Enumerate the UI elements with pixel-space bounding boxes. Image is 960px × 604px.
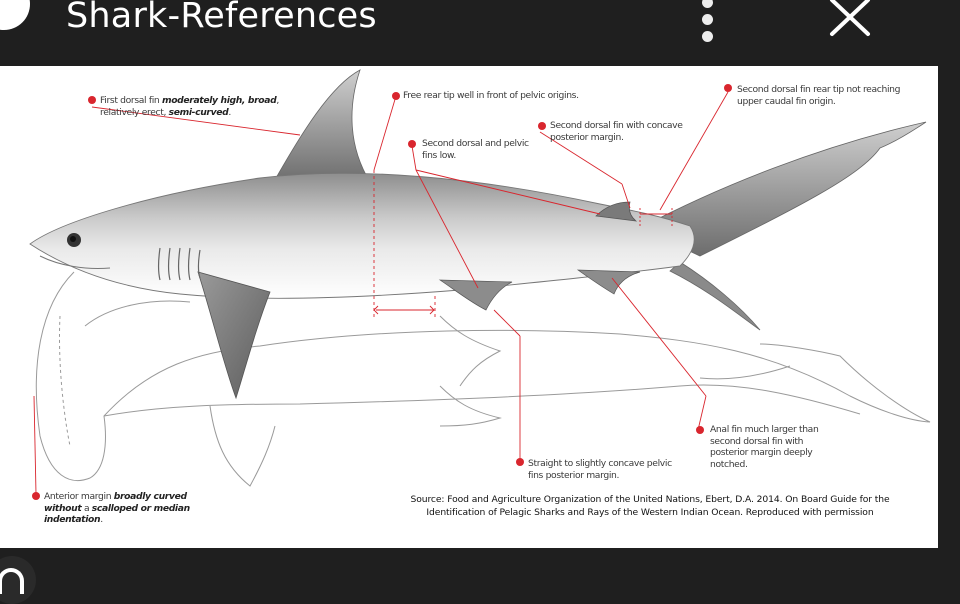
bullet-dot xyxy=(32,492,40,500)
menu-dot xyxy=(702,31,713,42)
label-free-rear-tip: Free rear tip well in front of pelvic or… xyxy=(403,90,579,101)
avatar[interactable] xyxy=(0,556,36,604)
menu-dot xyxy=(702,14,713,25)
label-second-dorsal-pelvic-low: Second dorsal and pelvic fins low. xyxy=(422,138,529,161)
label-text: . xyxy=(228,106,231,118)
avatar-icon xyxy=(0,568,24,594)
label-emphasis: moderately high, broad xyxy=(161,95,277,106)
viewer-edge xyxy=(938,66,960,550)
shark-illustration xyxy=(29,69,931,495)
label-emphasis: scalloped or median indentation xyxy=(44,502,190,526)
app-bar: Shark-References xyxy=(0,0,960,66)
label-text: First dorsal fin xyxy=(100,95,162,106)
bullet-dot xyxy=(516,458,524,466)
label-second-dorsal-concave: Second dorsal fin with concave posterior… xyxy=(550,120,683,143)
menu-dot xyxy=(702,0,713,8)
bullet-dot xyxy=(696,426,704,434)
label-text: Anterior margin xyxy=(44,491,114,502)
label-text: a xyxy=(81,502,92,514)
label-pelvic-margin: Straight to slightly concave pelvic fins… xyxy=(528,458,672,481)
page-title: Shark-References xyxy=(66,0,377,36)
annotation-lines xyxy=(33,91,729,495)
label-first-dorsal-fin: First dorsal fin moderately high, broad,… xyxy=(100,95,300,118)
shark-side-view xyxy=(29,69,927,400)
ventral-view xyxy=(35,271,931,487)
source-caption: Source: Food and Agriculture Organizatio… xyxy=(410,494,890,518)
label-anal-fin: Anal fin much larger than second dorsal … xyxy=(710,424,819,470)
label-text: , relatively erect, xyxy=(100,95,279,118)
label-anterior-margin: Anterior margin broadly curved without a… xyxy=(44,491,204,526)
bullet-dot xyxy=(538,122,546,130)
back-icon[interactable] xyxy=(0,0,30,30)
bullet-dot xyxy=(392,92,400,100)
image-viewer[interactable]: First dorsal fin moderately high, broad,… xyxy=(0,66,938,604)
bullet-dot xyxy=(724,84,732,92)
label-second-dorsal-rear-tip: Second dorsal fin rear tip not reaching … xyxy=(737,84,901,107)
bullet-dot xyxy=(408,140,416,148)
label-emphasis: broadly curved without xyxy=(44,491,187,514)
close-icon[interactable] xyxy=(826,0,876,38)
label-text: . xyxy=(100,514,103,525)
more-vert-icon[interactable] xyxy=(694,0,722,44)
label-emphasis: semi-curved xyxy=(168,106,229,118)
bullet-dot xyxy=(88,96,96,104)
